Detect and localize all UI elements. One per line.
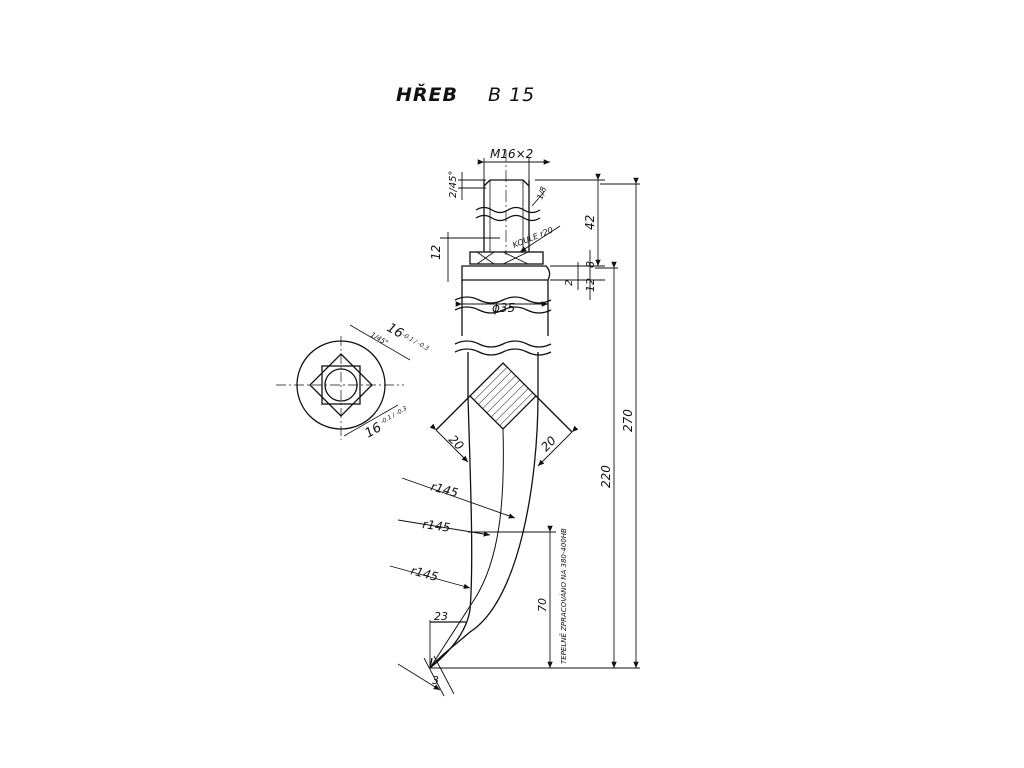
- dim-section-tol-bottom: -0.1 / -0.3: [380, 405, 409, 426]
- dim-collar-sphere: KOULE r20: [511, 226, 554, 250]
- dim-radius-3: r145: [409, 563, 440, 584]
- dim-square-left: 20: [446, 432, 467, 453]
- threaded-stem: [475, 150, 541, 255]
- curved-tine: [429, 352, 573, 669]
- dim-section-tol-top: -0.1 / -0.3: [401, 332, 430, 353]
- upper-body: [454, 280, 552, 356]
- dim-hardened-length: 70: [536, 598, 549, 612]
- dim-small-mark: 1/8: [535, 186, 548, 201]
- dim-tip-width: 23: [434, 610, 448, 623]
- dim-section-width-bottom: 16: [363, 420, 385, 441]
- dim-collar: 8: [584, 261, 597, 268]
- dimension-lines: [389, 158, 640, 697]
- dim-section-width-top: 16: [384, 320, 406, 341]
- dim-lower-length: 220: [599, 465, 613, 488]
- dim-shank: 12: [584, 278, 597, 292]
- dim-nut-height: 12: [429, 245, 443, 260]
- dim-radius-1: r145: [429, 479, 460, 500]
- dim-chamfer: 2/45°: [448, 171, 459, 198]
- dim-shoulder: 2: [564, 280, 575, 286]
- nut: [469, 251, 544, 265]
- section-view: [276, 324, 411, 440]
- title-part-name: HŘEB: [396, 84, 458, 106]
- heat-treatment-note: TEPELNĚ ZPRACOVÁNO NA 380-400HB: [559, 528, 568, 664]
- dim-thread-length: 42: [583, 215, 597, 230]
- dim-total-length: 270: [621, 409, 635, 432]
- dim-thread: M16×2: [490, 147, 533, 161]
- spherical-collar: [461, 265, 551, 281]
- dim-tip-thickness: 3: [432, 674, 439, 687]
- dim-diameter: ϕ35: [492, 301, 515, 315]
- dim-radius-2: r145: [422, 517, 452, 535]
- dim-square-right: 20: [538, 433, 559, 454]
- title-part-code: B 15: [488, 84, 536, 106]
